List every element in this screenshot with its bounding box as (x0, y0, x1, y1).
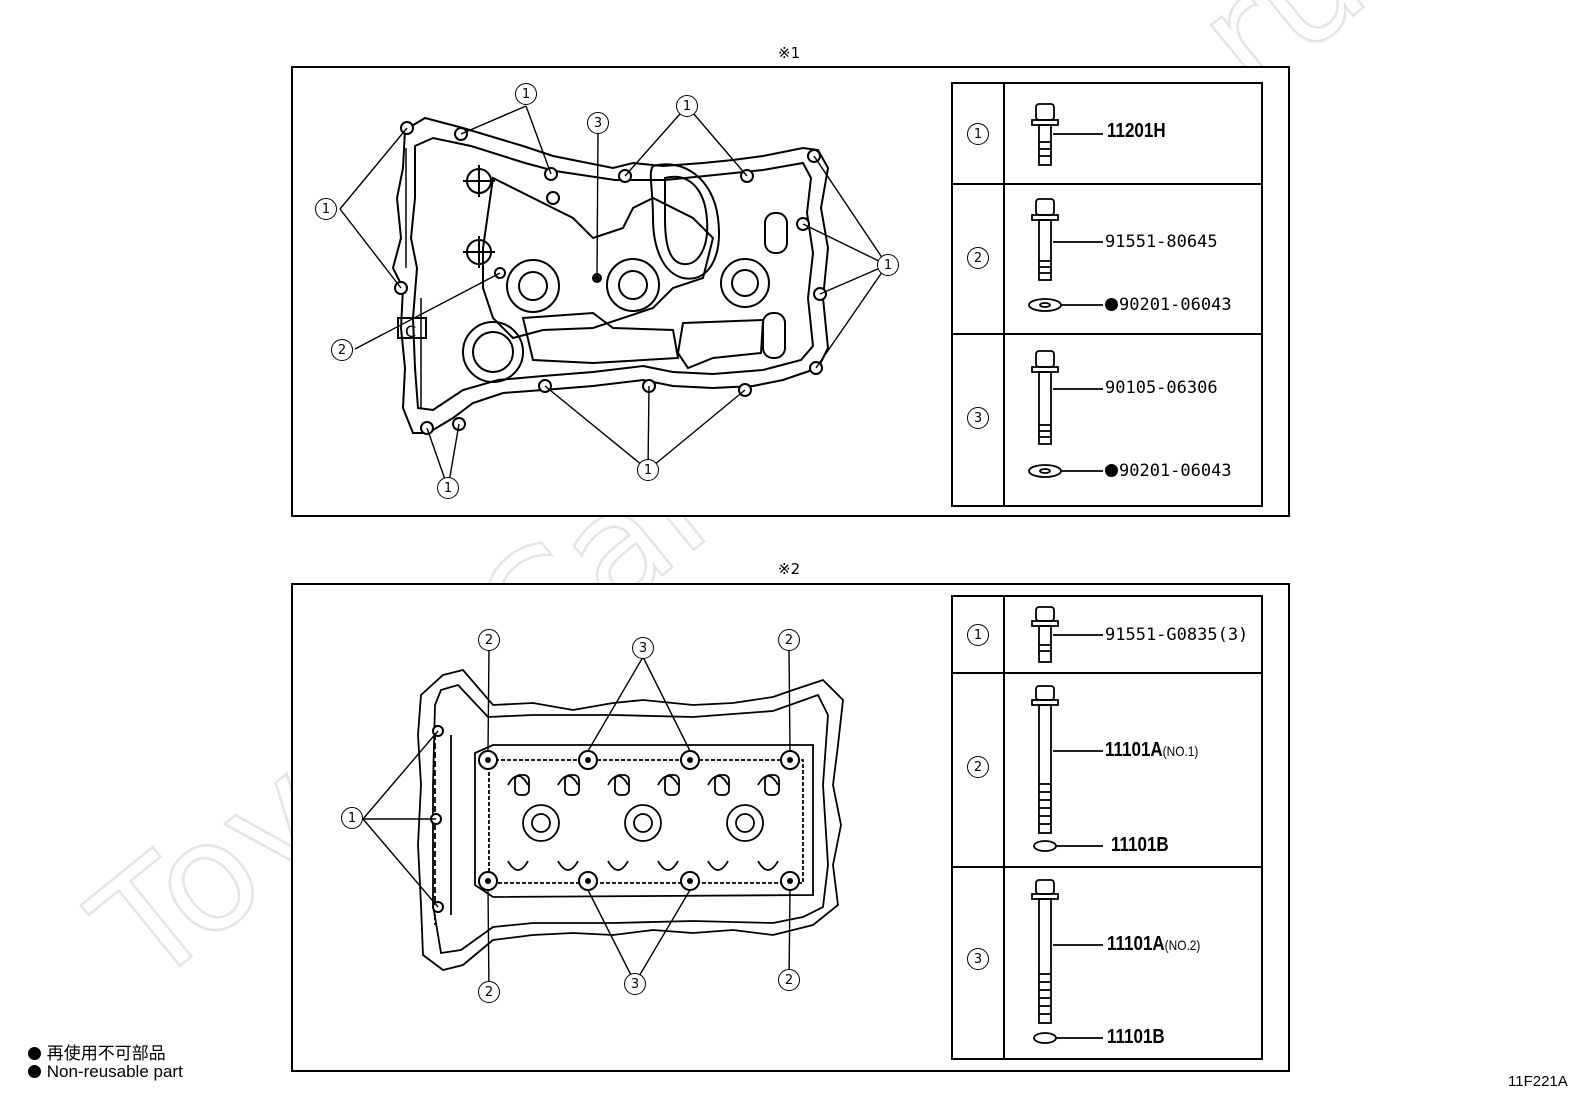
part-number: 91551-80645 (1105, 232, 1218, 252)
row-number: 2 (967, 756, 989, 778)
row-number: 3 (967, 407, 989, 429)
callout-2-top-right: 2 (778, 629, 800, 651)
section-1-panel: C 1 1 1 1 1 1 2 3 (291, 66, 1290, 517)
bolt-table-1: 1 11201H 2 91551-80645 90201-06043 3 901… (951, 82, 1263, 507)
callout-2-top-left: 2 (478, 629, 500, 651)
section-2-title: ※2 (778, 560, 801, 578)
row-number: 1 (967, 123, 989, 145)
svg-text:C: C (405, 322, 416, 341)
nonreusable-dot-icon (28, 1065, 41, 1078)
section-2-panel: 1 2 2 2 2 3 3 1 91551-G0835(3) 2 11101A(… (291, 583, 1290, 1072)
flange-bolt-icon (1031, 606, 1103, 663)
section-1-title: ※1 (778, 44, 801, 62)
nonreusable-dot-icon (1105, 464, 1118, 477)
callout-1-bottom: 1 (637, 459, 659, 481)
number-column (953, 84, 1005, 505)
part-number-nonreusable: 90201-06043 (1105, 461, 1232, 481)
callout-3: 3 (587, 112, 609, 134)
legend-en: Non-reusable part (28, 1062, 183, 1082)
part-number: 11101B (1107, 1026, 1165, 1048)
callout-3-top: 3 (632, 637, 654, 659)
callout-1-right: 1 (877, 254, 899, 276)
part-number: 11201H (1107, 120, 1166, 142)
callout-2-bottom-left: 2 (478, 981, 500, 1003)
callout-1-top-right: 1 (676, 95, 698, 117)
number-column (953, 597, 1005, 1058)
callout-3-bottom: 3 (624, 973, 646, 995)
callout-1: 1 (341, 807, 363, 829)
callout-1-left: 1 (315, 198, 337, 220)
part-number: 11101A(NO.2) (1107, 933, 1201, 955)
row-number: 2 (967, 247, 989, 269)
callout-2-bottom-right: 2 (778, 969, 800, 991)
part-number: 91551-G0835(3) (1105, 625, 1249, 645)
flange-bolt-icon (1031, 103, 1103, 166)
part-number: 90105-06306 (1105, 378, 1218, 398)
long-bolt-icon (1028, 350, 1103, 478)
long-bolt-icon (1028, 198, 1103, 312)
bolt-table-2: 1 91551-G0835(3) 2 11101A(NO.1) 11101B 3… (951, 595, 1263, 1060)
part-number-nonreusable: 90201-06043 (1105, 295, 1232, 315)
table-row: 2 11101A(NO.1) 11101B (953, 674, 1261, 868)
timing-cover-diagram: C (339, 105, 888, 489)
nonreusable-dot-icon (1105, 298, 1118, 311)
row-number: 1 (967, 624, 989, 646)
cylinder-head-diagram (362, 648, 844, 993)
nonreusable-dot-icon (28, 1047, 41, 1060)
table-row: 1 11201H (953, 84, 1261, 185)
table-row: 3 90105-06306 90201-06043 (953, 335, 1261, 505)
head-bolt-icon (1031, 879, 1103, 1044)
row-number: 3 (967, 948, 989, 970)
legend-jp: 再使用不可部品 (28, 1039, 166, 1064)
table-row: 1 91551-G0835(3) (953, 597, 1261, 674)
table-row: 3 11101A(NO.2) 11101B (953, 868, 1261, 1058)
figure-code: 11F221A (1508, 1073, 1568, 1090)
table-row: 2 91551-80645 90201-06043 (953, 185, 1261, 335)
callout-1-top-left: 1 (515, 83, 537, 105)
head-bolt-icon (1031, 685, 1103, 852)
part-number: 11101A(NO.1) (1105, 739, 1199, 761)
callout-1-bottom-left: 1 (437, 477, 459, 499)
part-number: 11101B (1111, 834, 1169, 856)
callout-2: 2 (331, 339, 353, 361)
